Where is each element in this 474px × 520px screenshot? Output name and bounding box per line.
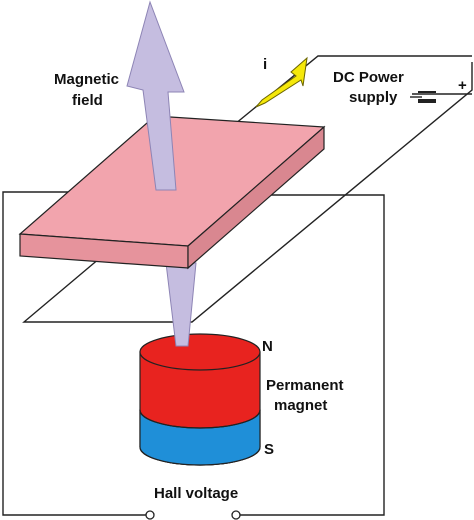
current-arrow bbox=[255, 56, 308, 108]
south-pole-label: S bbox=[264, 441, 274, 458]
left-sense-wire bbox=[2, 191, 146, 516]
field-arrow-lower-shaft bbox=[165, 262, 197, 347]
right-sense-wire bbox=[240, 194, 385, 516]
current-loop-lower bbox=[22, 62, 473, 323]
field-arrow-upper bbox=[126, 0, 185, 191]
hall-circuit-wires bbox=[2, 191, 385, 516]
hall-voltage-label: Hall voltage bbox=[154, 485, 238, 502]
permanent-magnet-label-1: Permanent bbox=[266, 377, 344, 394]
positive-terminal-label: + bbox=[458, 77, 467, 94]
hall-terminal-left bbox=[145, 510, 155, 520]
permanent-magnet-label-2: magnet bbox=[274, 397, 327, 414]
dc-power-supply bbox=[410, 91, 472, 103]
hall-terminal-right bbox=[231, 510, 241, 520]
magnetic-field-label-1: Magnetic bbox=[54, 71, 119, 88]
plate-side-face bbox=[187, 125, 325, 270]
permanent-magnet bbox=[139, 333, 261, 466]
magnetic-field-label-2: field bbox=[72, 92, 103, 109]
north-pole-label: N bbox=[262, 338, 273, 355]
current-label: i bbox=[263, 56, 267, 73]
dc-power-label-1: DC Power bbox=[333, 69, 404, 86]
magnet-top-face bbox=[139, 333, 261, 371]
dc-power-label-2: supply bbox=[349, 89, 398, 106]
battery-plate-short bbox=[418, 99, 436, 103]
